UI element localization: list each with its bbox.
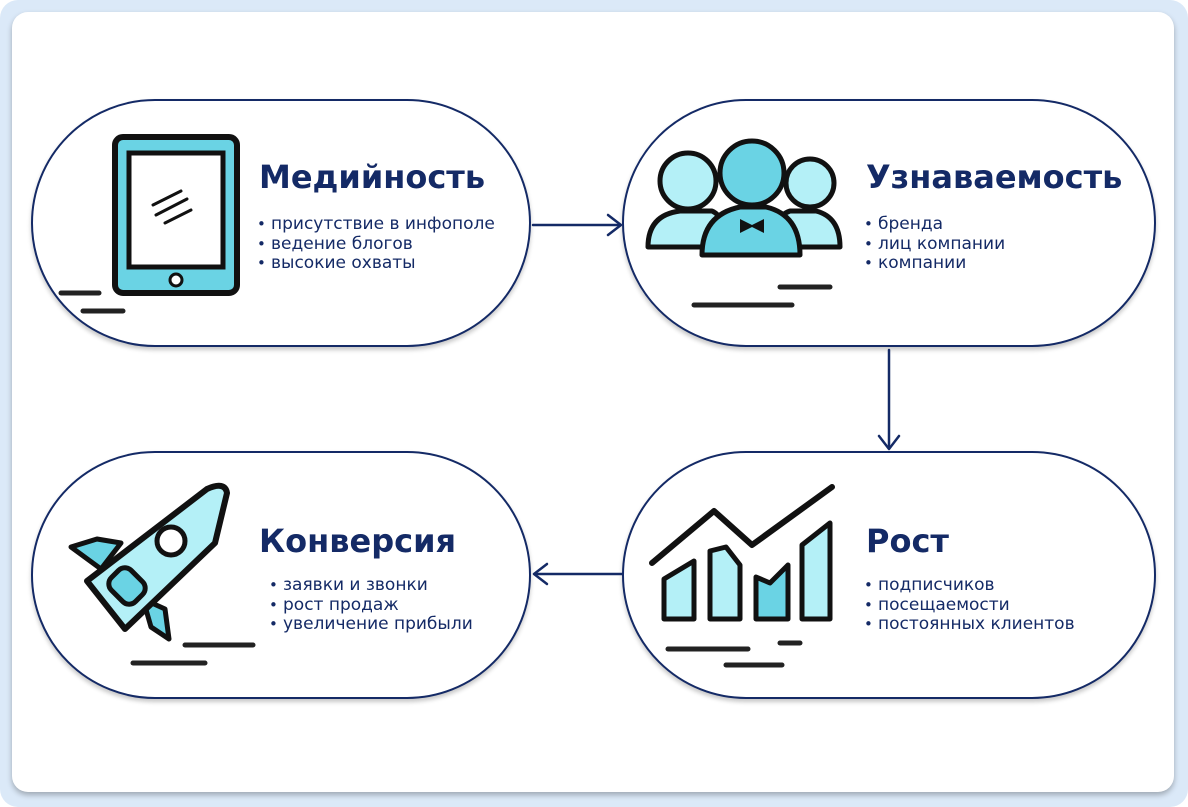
list-item: постоянных клиентов — [864, 614, 1075, 635]
list-item: рост продаж — [269, 595, 473, 616]
list-item: компании — [864, 253, 1005, 274]
stage-item-list: присутствие в инфополе ведение блогов вы… — [257, 214, 495, 274]
list-item: подписчиков — [864, 575, 1075, 596]
people-group-icon — [645, 138, 843, 308]
stage-title: Медийность — [259, 158, 486, 196]
tablet-icon — [58, 134, 240, 314]
list-item: посещаемости — [864, 595, 1075, 616]
stage-card-awareness: Узнаваемость бренда лиц компании компани… — [622, 99, 1156, 347]
list-item: бренда — [864, 214, 1005, 235]
stage-card-media: Медийность присутствие в инфополе ведени… — [31, 99, 531, 347]
stage-card-growth: Рост подписчиков посещаемости постоянных… — [622, 451, 1156, 699]
list-item: высокие охваты — [257, 253, 495, 274]
stage-title: Конверсия — [259, 522, 457, 560]
stage-item-list: бренда лиц компании компании — [864, 214, 1005, 274]
list-item: присутствие в инфополе — [257, 214, 495, 235]
stage-title: Узнаваемость — [866, 158, 1123, 196]
stage-item-list: заявки и звонки рост продаж увеличение п… — [269, 575, 473, 635]
rocket-icon — [68, 482, 256, 666]
list-item: ведение блогов — [257, 234, 495, 255]
growth-chart-icon — [649, 484, 835, 668]
list-item: увеличение прибыли — [269, 614, 473, 635]
list-item: заявки и звонки — [269, 575, 473, 596]
stage-card-conversion: Конверсия заявки и звонки рост продаж ув… — [31, 451, 531, 699]
stage-item-list: подписчиков посещаемости постоянных клие… — [864, 575, 1075, 635]
list-item: лиц компании — [864, 234, 1005, 255]
stage-title: Рост — [866, 522, 949, 560]
